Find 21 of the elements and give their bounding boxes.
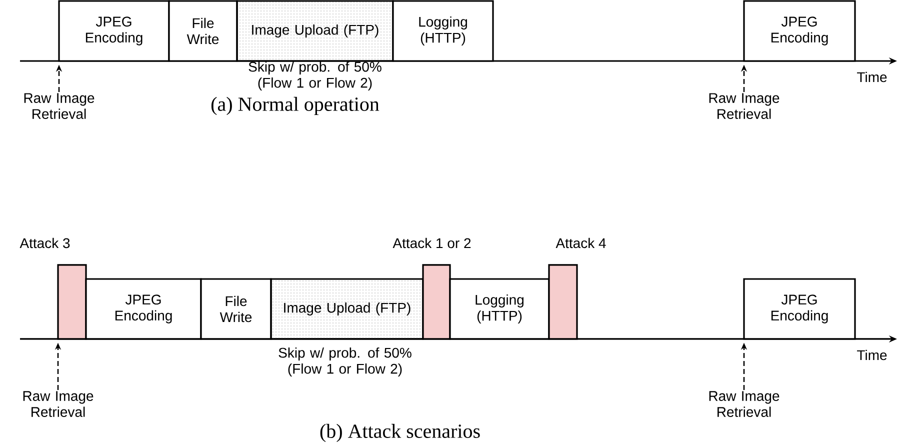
process-box: File Write — [200, 278, 272, 340]
event-label: Raw Image Retrieval — [709, 391, 780, 417]
process-box: JPEG Encoding — [58, 0, 170, 62]
time-label: Time — [857, 72, 887, 82]
attack-label: Attack 3 — [20, 238, 70, 248]
event-label: Raw Image Retrieval — [709, 93, 780, 119]
event-label: Raw Image Retrieval — [24, 93, 94, 119]
subfigure-caption: (a) Normal operation — [211, 96, 380, 116]
process-box: JPEG Encoding — [85, 278, 202, 340]
skip-note: Skip w/ prob. of 50% (Flow 1 or Flow 2) — [248, 61, 382, 91]
subfigure-caption: (b) Attack scenarios — [320, 424, 480, 442]
attack-label: Attack 1 or 2 — [392, 238, 471, 248]
process-box: Logging (HTTP) — [392, 0, 494, 62]
process-box: JPEG Encoding — [743, 0, 856, 62]
process-box: Logging (HTTP) — [449, 278, 550, 340]
process-box: File Write — [168, 0, 238, 62]
process-box: JPEG Encoding — [743, 278, 856, 340]
time-label: Time — [857, 350, 887, 360]
attack-label: Attack 4 — [556, 238, 606, 248]
skip-note: Skip w/ prob. of 50% (Flow 1 or Flow 2) — [278, 347, 412, 376]
event-label: Raw Image Retrieval — [23, 391, 94, 417]
